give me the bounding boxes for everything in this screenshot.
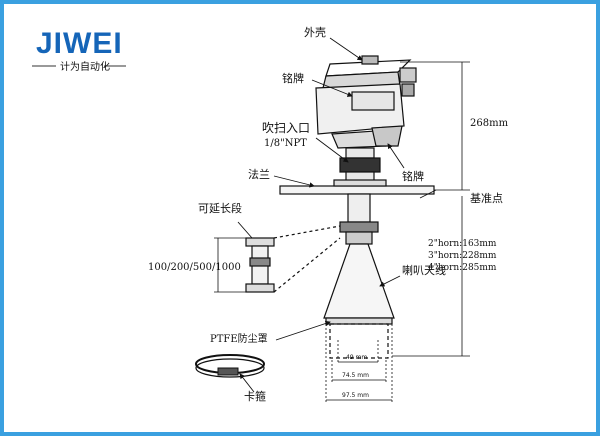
label-flange: 法兰 — [248, 167, 270, 181]
nameplate-side-plate — [371, 125, 403, 147]
ptfe-cover-outline — [329, 323, 389, 359]
logo: JIWEI 计为自动化 — [32, 27, 126, 73]
horn-rim — [325, 317, 393, 325]
label-clamp: 卡箍 — [244, 389, 266, 403]
cable-gland-2 — [401, 83, 415, 97]
label-nameplate-side: 铭牌 — [402, 169, 424, 183]
dim-height: 268mm — [470, 118, 509, 129]
radar-level-meter-diagram: JIWEI 计为自动化 — [32, 25, 509, 404]
label-purge-thread: 1/8"NPT — [264, 138, 307, 149]
nameplate-top-plate — [351, 91, 395, 111]
flange-plate — [279, 185, 435, 195]
housing — [315, 55, 417, 187]
dim-width-small: 49 mm — [346, 354, 367, 361]
horn-antenna — [323, 193, 395, 359]
stem-upper — [345, 147, 375, 159]
antenna-stem — [347, 193, 371, 223]
flange-hub — [333, 179, 387, 187]
antenna-coupler — [339, 221, 379, 233]
clamp-ring — [195, 354, 265, 378]
label-extension: 可延长段 — [198, 201, 242, 215]
label-reference-point: 基准点 — [470, 192, 503, 205]
dim-width-mid: 74.5 mm — [342, 372, 369, 379]
label-extension-lengths: 100/200/500/1000 — [148, 262, 241, 273]
leader-lines — [237, 37, 437, 393]
logo-tagline: 计为自动化 — [60, 60, 110, 73]
label-ptfe-cover: PTFE防尘罩 — [210, 332, 268, 345]
horn-cone — [323, 243, 395, 319]
label-housing: 外壳 — [304, 25, 326, 39]
housing-knob — [361, 55, 379, 65]
label-horn-antenna: 喇叭天线 — [402, 263, 446, 277]
logo-text: JIWEI — [36, 27, 123, 60]
label-nameplate-top: 铭牌 — [282, 71, 304, 85]
label-purge-inlet: 吹扫入口 — [262, 121, 310, 135]
dim-horn-3: 3"horn:228mm — [428, 251, 497, 261]
cable-gland-1 — [399, 67, 417, 83]
extension-piece — [214, 225, 341, 293]
dimension-lines — [325, 61, 470, 404]
dim-horn-4: 4"horn:285mm — [428, 263, 497, 273]
dim-horn-2: 2"horn:163mm — [428, 239, 497, 249]
dim-width-large: 97.5 mm — [342, 392, 369, 399]
antenna-neck — [345, 231, 373, 245]
